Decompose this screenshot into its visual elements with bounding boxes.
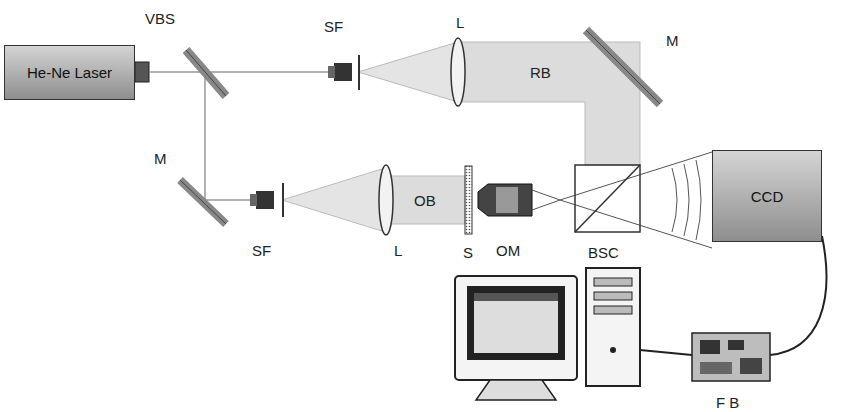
laser-nozzle — [135, 62, 149, 82]
part-label: SF — [324, 19, 343, 34]
wavefront — [672, 168, 677, 232]
part-label: RB — [530, 65, 551, 80]
pinhole — [358, 55, 360, 90]
chip — [728, 340, 744, 350]
spatial-filter — [334, 63, 352, 81]
cable — [640, 350, 692, 355]
mirror — [586, 30, 660, 104]
pinhole — [282, 183, 284, 217]
wavefront — [684, 164, 689, 236]
part-label: L — [456, 15, 464, 30]
part-label: BSC — [588, 245, 619, 260]
part-label: OM — [496, 243, 520, 258]
beam-splitter-edge — [186, 50, 226, 96]
mirror-edge — [180, 180, 226, 224]
chip — [700, 362, 732, 374]
part-label: F B — [716, 395, 739, 410]
part-label: L — [394, 243, 402, 258]
beam-splitter-cube — [575, 165, 640, 232]
drive-bay — [594, 306, 632, 314]
power-button — [610, 347, 616, 353]
lens — [379, 165, 393, 235]
sample — [465, 166, 472, 234]
beam-splitter-plate — [186, 50, 226, 96]
chip — [740, 358, 762, 374]
monitor — [455, 276, 577, 380]
spatial-filter — [328, 66, 335, 78]
part-label: M — [154, 151, 167, 166]
chip — [700, 340, 720, 354]
laser-beam — [149, 71, 338, 73]
part-label: OB — [414, 193, 436, 208]
microscope-objective — [478, 184, 532, 216]
wavefronts — [672, 160, 701, 240]
wavefront — [696, 160, 701, 240]
mirror — [180, 180, 226, 224]
cable — [770, 236, 826, 355]
part-label: S — [463, 245, 473, 260]
part-label: VBS — [145, 11, 175, 26]
converging-ray — [532, 190, 560, 200]
object-beam-path — [205, 72, 258, 200]
object-beam — [389, 176, 465, 224]
part-label: M — [666, 33, 679, 48]
spatial-filter — [250, 194, 257, 206]
drive-bay — [594, 292, 632, 300]
mirror-edge — [586, 30, 660, 104]
converging-ray — [532, 200, 560, 210]
window-bar — [474, 293, 558, 301]
diverging-beam — [358, 42, 458, 102]
camera-box: CCD — [712, 150, 822, 242]
computer-tower — [586, 268, 640, 386]
monitor-window — [474, 293, 558, 353]
monitor-screen — [467, 286, 565, 360]
drive-bay — [594, 278, 632, 286]
diverging-beam — [282, 168, 385, 232]
lens — [451, 38, 465, 106]
node-text: CCD — [751, 188, 784, 205]
spatial-filter — [256, 191, 274, 209]
frame-grabber — [692, 333, 770, 381]
monitor-stand — [476, 380, 556, 400]
beam-splitter-diagonal — [575, 165, 640, 232]
objective-band — [496, 187, 518, 213]
laser-box: He-Ne Laser — [4, 45, 135, 100]
node-text: He-Ne Laser — [27, 64, 112, 81]
part-label: SF — [252, 243, 271, 258]
